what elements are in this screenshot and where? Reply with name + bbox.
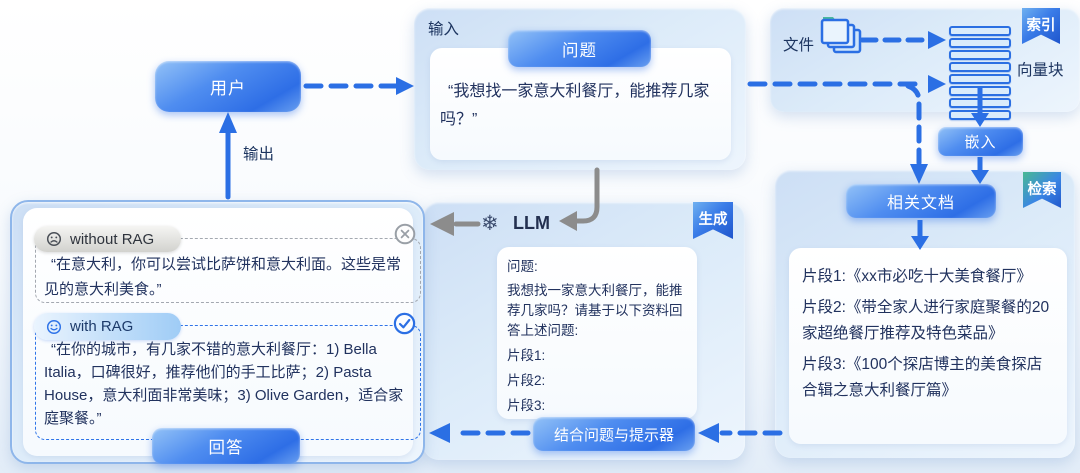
generation-badge: 生成	[693, 202, 733, 239]
vector-bar	[949, 38, 1011, 48]
index-panel: 文件 向量块 索引	[770, 8, 1080, 120]
prompt-question-label: 问题:	[507, 259, 538, 274]
prompt-slot: 片段2:	[507, 373, 546, 388]
vector-bar	[949, 86, 1011, 96]
with-rag-pill[interactable]: with RAG	[34, 313, 181, 340]
embed-button[interactable]: 嵌入	[938, 127, 1023, 156]
question-tag-button[interactable]: 问题	[508, 30, 651, 67]
prompt-slot: 片段1:	[507, 348, 546, 363]
prompt-slot: 片段3:	[507, 398, 546, 413]
combine-button[interactable]: 结合问题与提示器	[533, 417, 695, 451]
files-label: 文件	[783, 37, 815, 54]
related-docs-button[interactable]: 相关文档	[846, 184, 996, 218]
without-rag-box	[35, 238, 421, 303]
fragment-item: 片段1:《xx市必吃十大美食餐厅》	[802, 268, 1032, 285]
folder-icon	[820, 17, 862, 54]
vector-stack-icon	[949, 26, 1011, 122]
fragment-item: 片段2:《带全家人进行家庭聚餐的20家超绝餐厅推荐及特色菜品》	[802, 299, 1050, 342]
vector-bar	[949, 62, 1011, 72]
prompt-box: 问题: 我想找一家意大利餐厅，能推荐几家吗？请基于以下资料回答上述问题: 片段1…	[497, 247, 697, 419]
index-badge: 索引	[1022, 8, 1060, 44]
vector-bar	[949, 74, 1011, 84]
arrow-right-icon	[396, 77, 414, 95]
prompt-question: 我想找一家意大利餐厅，能推荐几家吗？请基于以下资料回答上述问题:	[507, 283, 683, 338]
with-rag-label: with RAG	[70, 318, 134, 335]
without-rag-pill[interactable]: without RAG	[34, 226, 181, 252]
accept-icon	[393, 312, 416, 335]
without-rag-text: “在意大利，你可以尝试比萨饼和意大利面。这些是常见的意大利美食。”	[44, 256, 401, 298]
retrieval-panel: 检索 相关文档 片段1:《xx市必吃十大美食餐厅》 片段2:《带全家人进行家庭聚…	[775, 170, 1075, 458]
without-rag-label: without RAG	[70, 230, 155, 248]
llm-label: LLM	[513, 213, 550, 233]
question-text: “我想找一家意大利餐厅，能推荐几家吗？”	[440, 83, 710, 128]
answers-panel: without RAG “在意大利，你可以尝试比萨饼和意大利面。这些是常见的意大…	[10, 200, 425, 464]
fragments-box: 片段1:《xx市必吃十大美食餐厅》 片段2:《带全家人进行家庭聚餐的20家超绝餐…	[789, 248, 1067, 444]
vector-label: 向量块	[1017, 62, 1064, 79]
input-panel: 输入 问题 “我想找一家意大利餐厅，能推荐几家吗？”	[414, 8, 746, 170]
retrieval-badge: 检索	[1023, 172, 1061, 208]
user-button[interactable]: 用户	[155, 61, 301, 112]
vector-bar	[949, 98, 1011, 108]
sad-face-icon	[46, 231, 62, 247]
answer-button[interactable]: 回答	[152, 428, 300, 464]
vector-bar	[949, 50, 1011, 60]
arrow-up-icon	[219, 112, 237, 133]
reject-icon	[394, 223, 416, 245]
generation-panel: 生成 ❄ LLM 问题: 我想找一家意大利餐厅，能推荐几家吗？请基于以下资料回答…	[423, 202, 745, 460]
smile-face-icon	[46, 319, 62, 334]
fragment-item: 片段3:《100个探店博主的美食探店合辑之意大利餐厅篇》	[802, 356, 1043, 399]
input-panel-title: 输入	[428, 21, 460, 38]
output-label: 输出	[243, 146, 275, 163]
with-rag-text: “在你的城市，有几家不错的意大利餐厅：1) Bella Italia，口碑很好，…	[44, 341, 404, 427]
snowflake-icon: ❄	[481, 212, 499, 235]
vector-bar	[949, 110, 1011, 120]
vector-bar	[949, 26, 1011, 36]
